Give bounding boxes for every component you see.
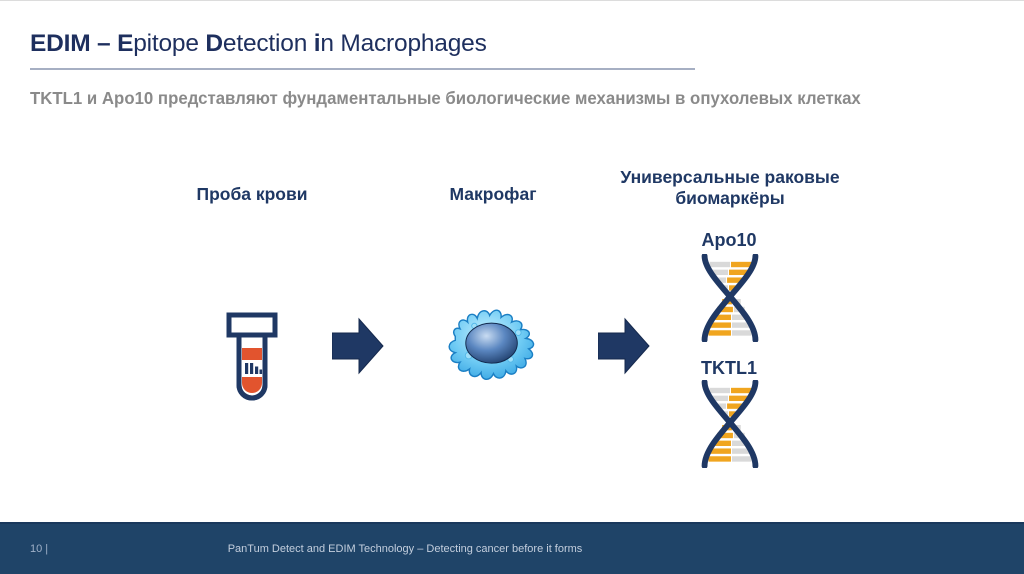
title-part: etection	[222, 30, 314, 57]
label-blood-sample: Проба крови	[196, 184, 308, 204]
biomarker-apo10-label: Apo10	[701, 230, 757, 250]
page-title: EDIM – Epitope Detection in Macrophages	[30, 30, 487, 58]
title-part: i	[313, 30, 321, 57]
slide-footer: 10 | PanTum Detect and EDIM Technology –…	[0, 522, 1024, 574]
dna-helix-icon	[701, 380, 759, 468]
arrow-right-icon	[598, 317, 650, 375]
title-part: D	[205, 30, 223, 57]
arrow-right-icon	[332, 317, 384, 375]
title-part: n Macrophages	[320, 30, 487, 57]
blood-tube-icon	[226, 312, 278, 401]
title-part: EDIM – E	[30, 30, 134, 57]
label-macrophage: Макрофаг	[449, 184, 537, 204]
dna-helix-icon	[701, 254, 759, 342]
slide-top-border	[0, 0, 1024, 1]
footer-text: PanTum Detect and EDIM Technology – Dete…	[227, 543, 583, 555]
page-number: 10 |	[30, 543, 49, 555]
biomarker-tktl1-label: TKTL1	[701, 358, 757, 378]
slide-subtitle: TKTL1 и Apo10 представляют фундаментальн…	[30, 88, 861, 108]
macrophage-cell-icon	[448, 309, 535, 381]
title-divider	[30, 68, 695, 70]
label-biomarkers: Универсальные раковые биомаркёры	[620, 167, 840, 208]
title-part: pitope	[133, 30, 206, 57]
